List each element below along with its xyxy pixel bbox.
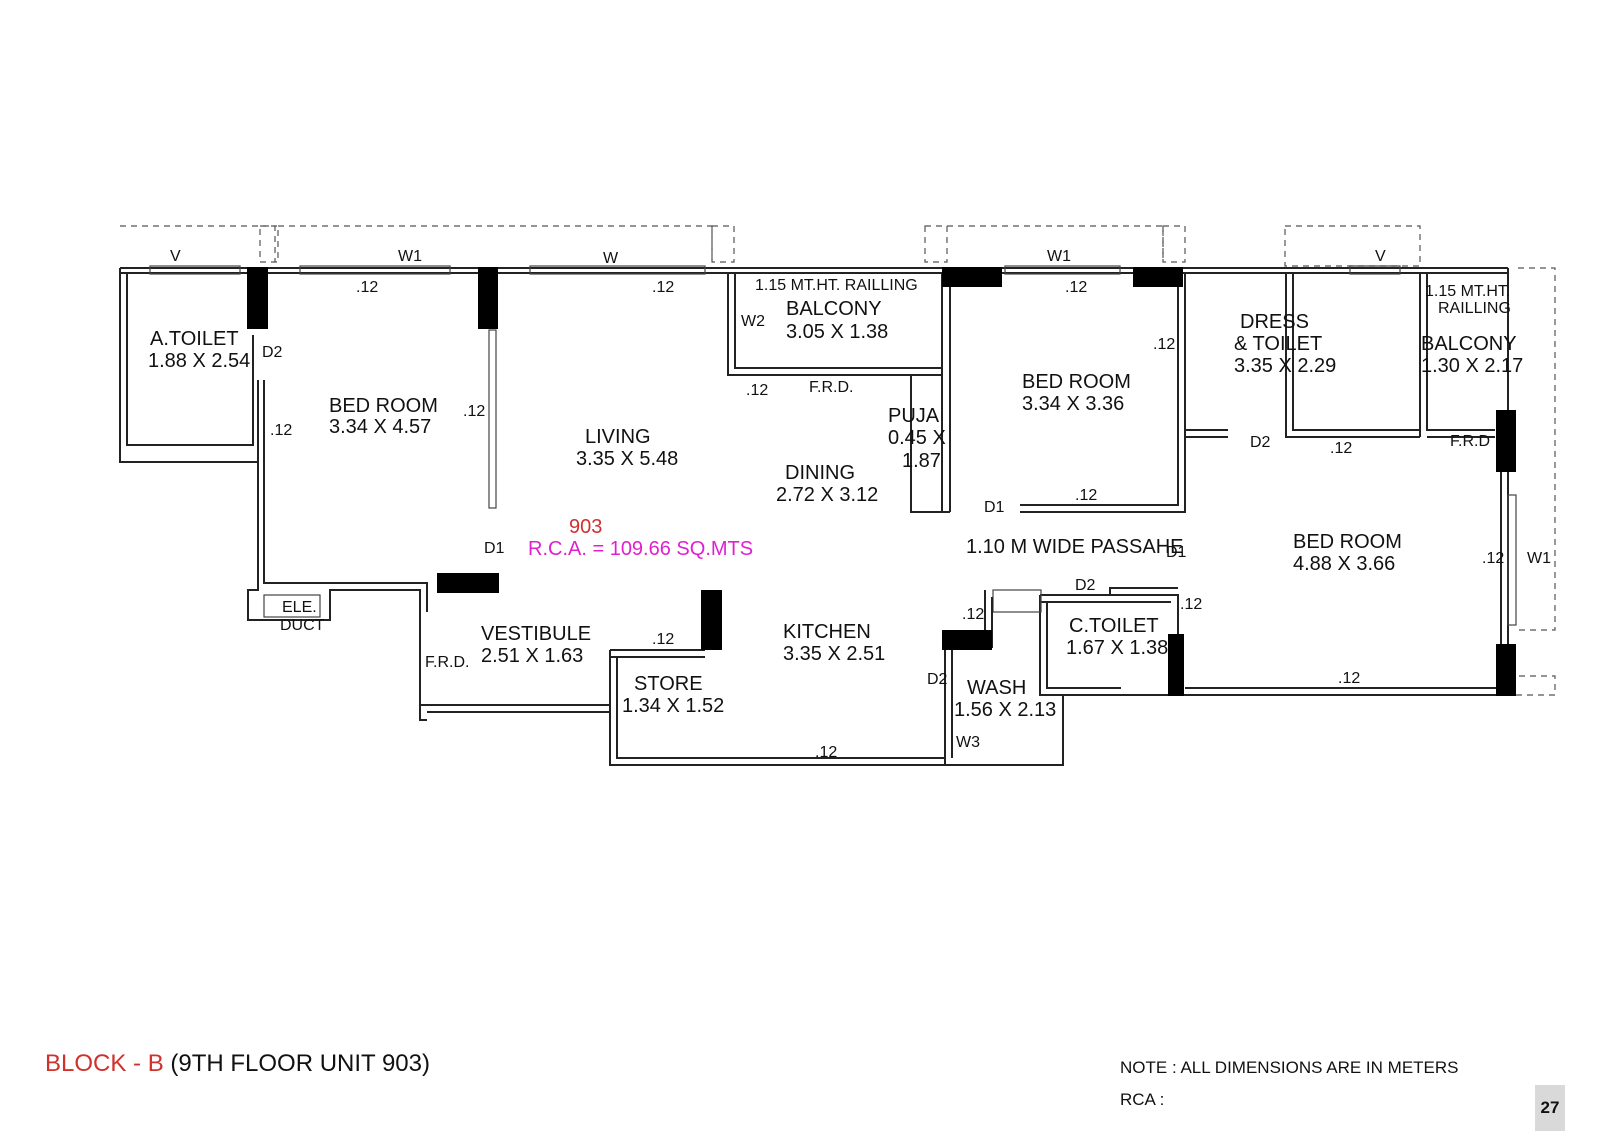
room-living-name: LIVING	[585, 426, 651, 448]
railing-label-2a: 1.15 MT.HT.	[1425, 283, 1510, 300]
room-puja-size1: 0.45 X	[888, 427, 946, 449]
thk-label: .12	[1482, 550, 1504, 567]
room-a-toilet-size: 1.88 X 2.54	[148, 350, 250, 372]
door-code-d2: D2	[1250, 434, 1271, 451]
room-kitchen-name: KITCHEN	[783, 621, 871, 643]
room-balcony2-size: 1.30 X 2.17	[1421, 355, 1523, 377]
room-c-toilet-name: C.TOILET	[1069, 615, 1159, 637]
thk-label: .12	[463, 403, 485, 420]
room-store-size: 1.34 X 1.52	[622, 695, 724, 717]
ele-duct-label2: DUCT	[280, 617, 325, 634]
window-code-v: V	[1375, 248, 1386, 265]
thk-label: .12	[652, 279, 674, 296]
room-c-toilet-size: 1.67 X 1.38	[1066, 637, 1168, 659]
dimension-note: NOTE : ALL DIMENSIONS ARE IN METERS	[1120, 1058, 1459, 1077]
thk-label: .12	[1075, 487, 1097, 504]
thk-label: .12	[746, 382, 768, 399]
door-code-d2: D2	[262, 344, 283, 361]
block-title: BLOCK - B (9TH FLOOR UNIT 903)	[45, 1050, 430, 1078]
annotation-labels: 1.15 MT.HT. RAILLING 1.15 MT.HT. RAILLIN…	[425, 277, 1511, 671]
room-balcony2-name: BALCONY	[1421, 333, 1517, 355]
room-bedroom2-name: BED ROOM	[1022, 371, 1131, 393]
room-bedroom3-size: 4.88 X 3.66	[1293, 553, 1395, 575]
thk-label: .12	[1330, 440, 1352, 457]
unit-number: 903	[569, 516, 602, 538]
room-dress-name2: & TOILET	[1234, 333, 1322, 355]
passage-label: 1.10 M WIDE PASSAHE	[966, 536, 1183, 558]
room-store-name: STORE	[634, 673, 703, 695]
room-kitchen-size: 3.35 X 2.51	[783, 643, 885, 665]
room-dining-size: 2.72 X 3.12	[776, 484, 878, 506]
window-code-w2: W2	[741, 313, 765, 330]
room-puja-size2: 1.87	[902, 450, 941, 472]
window-code-w1: W1	[1047, 248, 1071, 265]
thk-label: .12	[270, 422, 292, 439]
room-vestibule-size: 2.51 X 1.63	[481, 645, 583, 667]
frd-label-1: F.R.D.	[809, 379, 853, 396]
door-code-d2: D2	[1075, 577, 1096, 594]
thk-label: .12	[652, 631, 674, 648]
room-dress-name1: DRESS	[1240, 311, 1309, 333]
page-number: 27	[1535, 1085, 1565, 1131]
thk-label: .12	[1338, 670, 1360, 687]
door-code-d1: D1	[484, 540, 505, 557]
floor-unit: (9TH FLOOR UNIT 903)	[163, 1050, 430, 1077]
door-code-d1: D1	[984, 499, 1005, 516]
room-wash-name: WASH	[967, 677, 1026, 699]
room-labels: A.TOILET 1.88 X 2.54 BED ROOM 3.34 X 4.5…	[148, 298, 1523, 721]
columns	[247, 267, 1516, 696]
ele-duct-label1: ELE.	[282, 599, 317, 616]
room-vestibule-name: VESTIBULE	[481, 623, 591, 645]
rca-label: RCA :	[1120, 1090, 1165, 1109]
thickness-labels: .12 .12 .12 .12 .12 .12 .12 .12 .12 .12 …	[270, 279, 1504, 761]
frd-label-2: F.R.D.	[425, 654, 469, 671]
unit-rca: R.C.A. = 109.66 SQ.MTS	[528, 538, 753, 560]
thk-label: .12	[1065, 279, 1087, 296]
window-code-w1: W1	[1527, 550, 1551, 567]
room-bedroom2-size: 3.34 X 3.36	[1022, 393, 1124, 415]
thk-label: .12	[356, 279, 378, 296]
railing-label-2b: RAILLING	[1438, 300, 1511, 317]
window-code-v: V	[170, 248, 181, 265]
room-dress-size: 3.35 X 2.29	[1234, 355, 1336, 377]
room-bedroom3-name: BED ROOM	[1293, 531, 1402, 553]
walls	[119, 267, 1517, 766]
thk-label: .12	[1180, 596, 1202, 613]
room-dining-name: DINING	[785, 462, 855, 484]
windows	[149, 265, 1401, 275]
room-puja-name: PUJA	[888, 405, 940, 427]
door-code-d2: D2	[927, 671, 948, 688]
room-wash-size: 1.56 X 2.13	[954, 699, 1056, 721]
block-name: BLOCK - B	[45, 1050, 164, 1077]
door-code-d1: D1	[1166, 544, 1187, 561]
frd-label-3: F.R.D	[1450, 433, 1490, 450]
window-code-w: W	[603, 250, 619, 267]
railing-label-1: 1.15 MT.HT. RAILLING	[755, 277, 918, 294]
opening-codes: V W1 W W1 V W2 W1 W3 D2 D2 D1 D1 D1 D2 D…	[170, 248, 1551, 751]
room-balcony1-name: BALCONY	[786, 298, 882, 320]
thk-label: .12	[962, 606, 984, 623]
room-balcony1-size: 3.05 X 1.38	[786, 321, 888, 343]
room-living-size: 3.35 X 5.48	[576, 448, 678, 470]
window-code-w1: W1	[398, 248, 422, 265]
room-a-toilet-name: A.TOILET	[150, 328, 239, 350]
room-bedroom1-size: 3.34 X 4.57	[329, 416, 431, 438]
room-bedroom1-name: BED ROOM	[329, 395, 438, 417]
window-code-w3: W3	[956, 734, 980, 751]
thk-label: .12	[1153, 336, 1175, 353]
thk-label: .12	[815, 744, 837, 761]
